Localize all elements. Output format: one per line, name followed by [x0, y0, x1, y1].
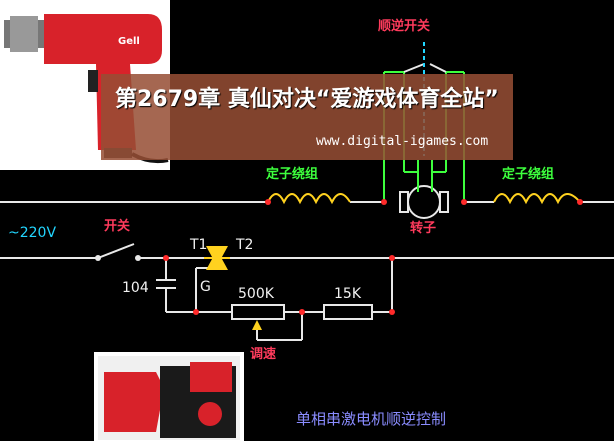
supply-line-bottom — [0, 243, 614, 312]
stator-right-label: 定子绕组 — [502, 167, 555, 182]
capacitor-label: 104 — [122, 280, 149, 296]
rotor-label: 转子 — [410, 221, 437, 236]
stator-left-label: 定子绕组 — [266, 167, 319, 182]
trigger-switch-photo — [94, 352, 244, 441]
article-banner: 第2679章 真仙对决“爱游戏体育全站” www.digital-igames.… — [101, 74, 513, 160]
junction-nodes — [163, 199, 583, 315]
drill-brand: Gell — [118, 36, 140, 47]
voltage-label: ~220V — [8, 225, 57, 241]
triac-t2-label: T2 — [236, 237, 254, 253]
triac-t1-label: T1 — [190, 237, 208, 253]
switch-contacts — [95, 255, 141, 261]
potentiometer-500k — [231, 304, 303, 341]
resistor-15k — [323, 304, 373, 320]
stator-coil-right — [493, 193, 581, 205]
triac-gate-label: G — [200, 279, 211, 295]
diagram-footer-title: 单相串激电机顺逆控制 — [296, 410, 447, 428]
rotor-symbol — [399, 184, 449, 219]
reversing-switch-arms — [403, 63, 447, 73]
speed-adjust-label: 调速 — [250, 347, 277, 362]
capacitor-branch — [156, 258, 392, 313]
banner-url[interactable]: www.digital-igames.com — [316, 134, 489, 149]
power-switch-label: 开关 — [104, 219, 131, 234]
trigger-switch-icon — [98, 356, 240, 440]
reversing-switch-label: 顺逆开关 — [378, 19, 431, 34]
potentiometer-label: 500K — [238, 286, 274, 302]
banner-title: 第2679章 真仙对决“爱游戏体育全站” — [115, 87, 499, 112]
resistor-label: 15K — [334, 286, 361, 302]
triac-symbol — [204, 246, 230, 270]
stator-coil-left — [267, 193, 351, 205]
